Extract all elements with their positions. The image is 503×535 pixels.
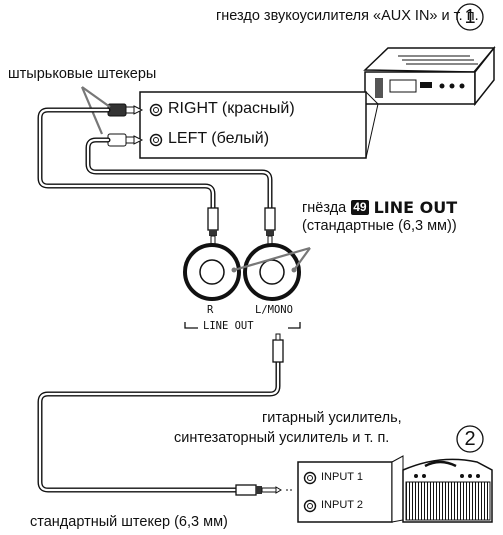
phone-plug-label: стандартный штекер (6,3 мм) [30, 514, 228, 530]
line-out-panel-label: LINE OUT [203, 320, 254, 332]
step1-caption: гнездо звукоусилителя «AUX IN» и т. п. [216, 8, 479, 24]
guitar-amplifier-icon [297, 455, 493, 523]
stereo-amplifier-icon [363, 45, 496, 107]
jack-r-label: R [207, 304, 214, 316]
pin-plug-icon [107, 103, 144, 147]
line-out-caption-prefix: гнёзда [302, 199, 347, 216]
line-out-caption: гнёзда 49 LINE OUT [302, 198, 457, 217]
right-jack-label: RIGHT (красный) [168, 100, 295, 117]
input2-label: INPUT 2 [321, 499, 363, 511]
line-out-size: (стандартные (6,3 мм)) [302, 218, 457, 234]
step2-caption-line2: синтезаторный усилитель и т. п. [174, 430, 390, 446]
pin-plugs-label: штырьковые штекеры [8, 66, 157, 82]
phone-plug-icon [235, 484, 294, 496]
left-jack-label: LEFT (белый) [168, 130, 270, 147]
line-out-badge: 49 [351, 200, 369, 215]
line-out-jacks [183, 243, 301, 301]
step2-caption-line1: гитарный усилитель, [262, 410, 402, 426]
input1-label: INPUT 1 [321, 471, 363, 483]
jack-l-label: L/MONO [255, 304, 293, 316]
line-out-name: LINE OUT [373, 198, 458, 217]
step2-number: 2 [464, 428, 476, 450]
step1-number: 1 [464, 6, 476, 28]
